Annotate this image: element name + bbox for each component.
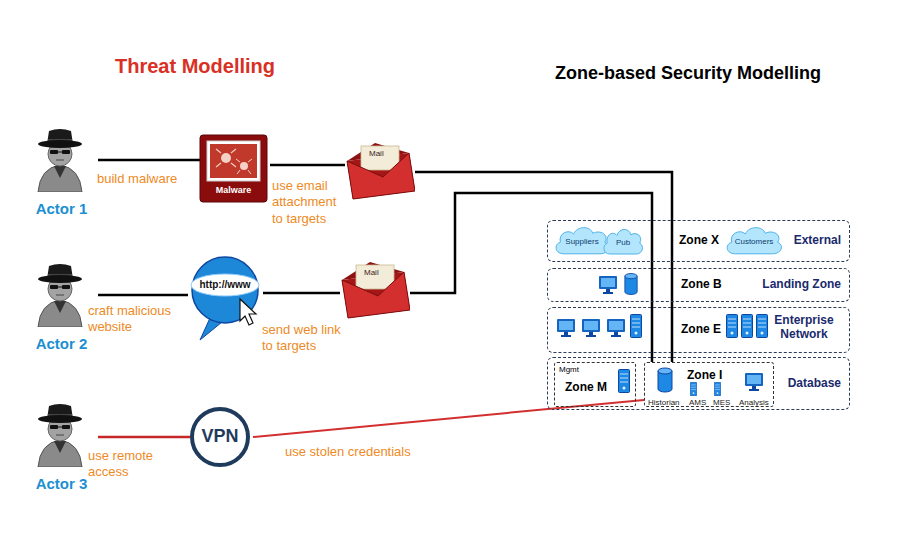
partner-cloud: Pub <box>601 227 648 257</box>
node-text: AMS <box>689 398 706 407</box>
node-text: Suppliers <box>552 237 612 246</box>
connector-line <box>98 294 188 297</box>
malware-icon <box>200 135 267 202</box>
node-text: Zone E <box>681 323 721 337</box>
edge-label: send web link to targets <box>262 322 354 355</box>
icon-node: Actor 1 <box>28 128 98 220</box>
edge-label: use stolen credentials <box>285 444 455 460</box>
server-icon <box>619 370 630 393</box>
node-text: Actor 1 <box>28 200 95 217</box>
node-text: Mail <box>369 149 384 158</box>
connector-line <box>270 164 345 167</box>
node-text: Actor 2 <box>28 335 95 352</box>
zone-box: MgmtZone M <box>554 362 636 407</box>
node-text: Zone M <box>565 381 607 395</box>
node-text: Zone X <box>679 234 719 248</box>
node-text: Pub <box>601 238 645 247</box>
connector-line <box>263 292 340 295</box>
connector-line <box>410 193 652 362</box>
zone-box: Zone I Historian AMS MES Analysis <box>644 362 774 407</box>
server-icon <box>727 315 738 338</box>
edge-label: build malware <box>97 171 197 187</box>
node-text: Mgmt <box>559 365 579 374</box>
computer-icon <box>582 319 600 337</box>
node-text: Database <box>788 377 841 391</box>
icon-node: Actor 2 <box>28 263 98 355</box>
connector-line <box>415 172 672 362</box>
vpn-circle: VPN <box>190 407 253 467</box>
edge-label: craft malicious website <box>88 303 188 336</box>
web-link-icon <box>191 257 259 340</box>
actor-icon <box>38 264 82 327</box>
node-text: Enterprise Network <box>767 314 841 342</box>
zone-band: Zone B Landing Zone <box>547 268 850 302</box>
connector-line <box>98 159 200 162</box>
actor-icon <box>38 129 82 192</box>
node-text: VPN <box>190 426 250 447</box>
zone-band: Zone E Enterprise Network <box>547 307 850 353</box>
zone-band: Database MgmtZone M Zone I Historian AMS MES A… <box>547 357 850 410</box>
node-text: Landing Zone <box>762 278 841 292</box>
computer-icon <box>745 373 763 391</box>
icon-node: http://www <box>188 255 263 340</box>
node-text: Mail <box>364 268 379 277</box>
computer-icon <box>599 276 617 294</box>
node-text: External <box>794 234 841 248</box>
node-text: Zone I <box>687 369 722 383</box>
icon-node: Mail <box>345 143 415 200</box>
server-icon <box>757 315 768 338</box>
node-text: Historian <box>648 398 680 407</box>
connector-line <box>98 436 190 439</box>
network-icons <box>557 274 768 396</box>
actor-icon <box>38 404 82 467</box>
diagram-title: Threat Modelling <box>115 55 275 78</box>
node-text: Zone B <box>681 278 722 292</box>
partner-cloud: Customers <box>723 225 788 257</box>
database-icon <box>658 368 672 392</box>
edge-label: use remote access <box>88 448 174 481</box>
node-text: http://www <box>190 279 260 291</box>
node-text: MES <box>713 398 730 407</box>
section-heading: Zone-based Security Modelling <box>555 63 821 84</box>
node-text: Actor 3 <box>28 475 95 492</box>
edge-label: use email attachment to targets <box>272 178 346 227</box>
icon-node: Actor 3 <box>28 403 98 495</box>
server-icon <box>690 382 696 395</box>
server-icon <box>631 315 642 338</box>
connector-line <box>253 400 644 437</box>
node-text: Analysis <box>739 398 769 407</box>
email-icon <box>347 143 415 199</box>
zone-band: Zone X External SuppliersPub Customers <box>547 220 850 262</box>
server-icon <box>742 315 753 338</box>
node-text: Malware <box>200 185 267 195</box>
server-icon <box>714 382 720 395</box>
computer-icon <box>607 319 625 337</box>
icon-node: Mail <box>340 262 410 319</box>
database-icon <box>625 274 637 295</box>
computer-icon <box>557 319 575 337</box>
node-text: Customers <box>723 237 785 246</box>
icon-node: Malware <box>200 135 270 202</box>
email-icon <box>342 262 410 318</box>
